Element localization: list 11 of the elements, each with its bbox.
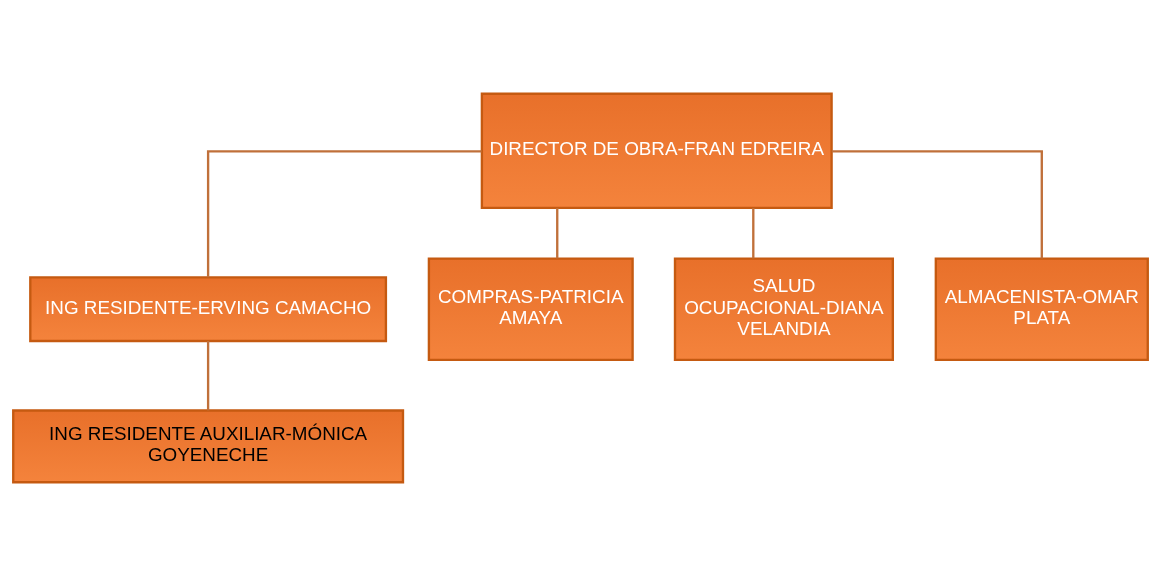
node-box: ING RESIDENTE-ERVING CAMACHO [29, 275, 388, 342]
node-box: ING RESIDENTE AUXILIAR-MÓNICA GOYENECHE [12, 408, 405, 483]
node-box: SALUD OCUPACIONAL-DIANA VELANDIA [673, 256, 894, 361]
node-box: COMPRAS-PATRICIA AMAYA [427, 256, 634, 361]
connector [752, 207, 755, 258]
connector [206, 149, 482, 277]
connector [831, 149, 1043, 258]
node-box: DIRECTOR DE OBRA-FRAN EDREIRA [480, 92, 833, 209]
connector [206, 340, 210, 410]
connector [556, 207, 559, 258]
node-box: ALMACENISTA-OMAR PLATA [934, 256, 1149, 361]
